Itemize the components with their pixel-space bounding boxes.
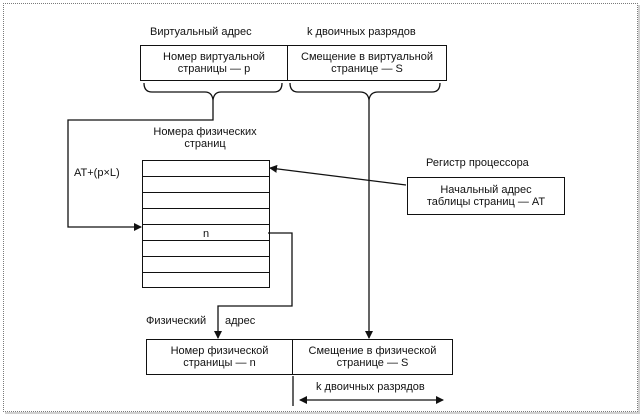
processor-register-label: Регистр процессора <box>426 157 529 169</box>
virtual-page-line1: Номер виртуальной <box>163 51 265 63</box>
virtual-address-label: Виртуальный адрес <box>150 26 252 38</box>
arrow-p-to-table <box>67 100 214 231</box>
virtual-offset-line2: странице — S <box>331 63 403 75</box>
brace-virtual-page <box>143 82 283 101</box>
physical-page-line1: Номер физической <box>170 345 269 357</box>
physical-page-number-box: Номер физической страницы — n <box>146 339 293 375</box>
table-row-divider <box>143 256 269 257</box>
register-line2: таблицы страниц — AT <box>426 196 546 208</box>
table-row-divider <box>143 224 269 225</box>
k-bits-top-label: k двоичных разрядов <box>307 26 416 38</box>
physical-offset-box: Смещение в физической странице — S <box>292 339 453 375</box>
at-formula-label: AT+(p×L) <box>74 167 120 179</box>
physical-pages-line2: страниц <box>184 138 226 150</box>
table-row-divider <box>143 272 269 273</box>
table-row-n-label: n <box>203 228 210 240</box>
table-row-divider <box>143 176 269 177</box>
k-bits-bottom-label: k двоичных разрядов <box>316 381 425 393</box>
diagram-frame <box>3 3 638 412</box>
register-line1: Начальный адрес <box>440 184 532 196</box>
physical-offset-line1: Смещение в физической <box>308 345 437 357</box>
table-row-divider <box>143 208 269 209</box>
register-box: Начальный адрес таблицы страниц — AT <box>407 177 565 215</box>
physical-pages-label: Номера физических страниц <box>150 126 260 150</box>
physical-page-line2: страницы — n <box>183 357 256 369</box>
virtual-page-number-box: Номер виртуальной страницы — p <box>140 45 288 81</box>
arrow-register-to-table <box>269 164 407 186</box>
physical-address-label-word2: адрес <box>225 315 256 327</box>
page-table: n <box>142 160 270 288</box>
physical-pages-line1: Номера физических <box>153 126 257 138</box>
physical-offset-line2: странице — S <box>336 357 409 369</box>
virtual-offset-line1: Смещение в виртуальной <box>301 51 433 63</box>
virtual-page-line2: страницы — p <box>177 63 251 75</box>
table-row-divider <box>143 192 269 193</box>
arrow-n-to-physical <box>214 232 293 339</box>
brace-virtual-offset <box>289 82 441 101</box>
physical-address-label-word1: Физический <box>146 315 207 327</box>
table-row-divider <box>143 240 269 241</box>
virtual-offset-box: Смещение в виртуальной странице — S <box>287 45 447 81</box>
